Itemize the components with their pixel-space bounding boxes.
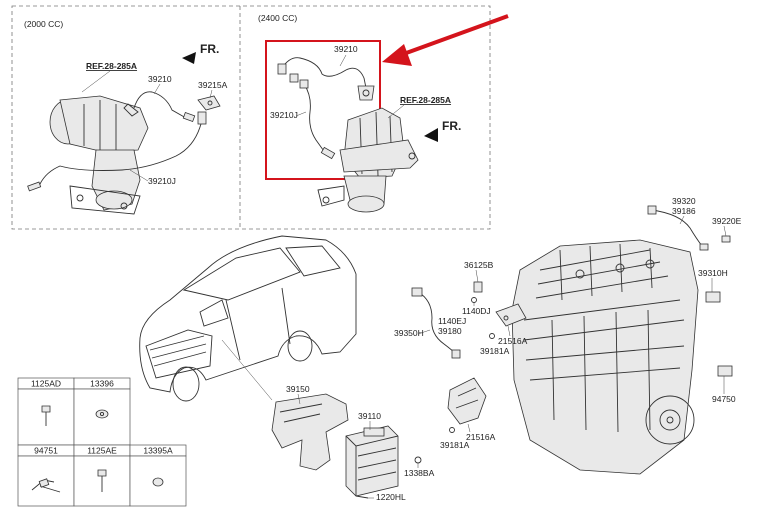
fastener-table: 1125AD 13396 94751 1125AE 13395A	[17, 377, 187, 507]
callout-39210j-left: 39210J	[148, 176, 176, 186]
front-direction-label: FR.	[200, 42, 219, 56]
callout-1220hl: 1220HL	[376, 492, 406, 502]
sensor-harness-39180	[411, 287, 461, 359]
vehicle-suv-outline	[139, 235, 357, 402]
fastener-code-1125ae: 1125AE	[87, 446, 117, 456]
callout-39181a: 21516A	[466, 432, 496, 442]
ref-label-left: REF.28-285A	[86, 61, 137, 71]
variant-label-2400cc: (2400 CC)	[258, 13, 297, 23]
knock-sensor-39250	[647, 205, 709, 251]
front-arrow-icon	[182, 52, 196, 64]
callout-39210j-right: 39210J	[270, 110, 298, 120]
callout-21516a-lower: 39181A	[440, 440, 470, 450]
callout-21516a-upper: 39181A	[480, 346, 510, 356]
callout-39250: 39320	[672, 196, 696, 206]
front-arrow-icon-right	[424, 128, 438, 142]
nut-flange-icon	[152, 477, 164, 487]
variant-panel-border	[11, 5, 491, 230]
nut-icon	[95, 409, 109, 419]
variant-label-2000cc: (2000 CC)	[24, 19, 63, 29]
fastener-code-94751: 94751	[34, 446, 58, 456]
engine-block	[511, 239, 699, 475]
callout-39215a: 39215A	[198, 80, 228, 90]
bolt-1220hl-icon	[355, 495, 369, 499]
ecu-module-39110	[345, 425, 399, 497]
callout-36125b: 1140DJ	[462, 306, 491, 316]
sensor-bracket-39215a	[197, 95, 221, 111]
callout-1140dj: 1140EJ	[438, 316, 466, 326]
oxygen-sensor-downstream-2000cc	[27, 111, 207, 192]
callout-39310h: 36125B	[464, 260, 494, 270]
nut-1338ba-icon	[414, 456, 422, 464]
callout-1338ba: 1338BA	[404, 468, 435, 478]
bolt-long-icon	[97, 469, 107, 492]
callout-39220e: 39310H	[698, 268, 728, 278]
sensor-39186-icon	[721, 235, 731, 243]
exhaust-manifold-2400cc	[317, 107, 419, 213]
ecu-bracket-39150	[271, 393, 349, 471]
front-direction-label-right: FR.	[442, 119, 461, 133]
sensor-39220e-icon	[705, 291, 721, 303]
callout-39150: 39150	[286, 384, 310, 394]
highlight-arrow-icon	[382, 14, 509, 66]
fastener-code-13395a: 13395A	[143, 446, 173, 456]
bolt-21516a-lower-icon	[449, 427, 455, 433]
bolt-icon	[41, 405, 51, 426]
oxygen-sensor-upstream-2400cc	[277, 57, 375, 101]
sensor-94750-icon	[717, 365, 733, 377]
fastener-code-1125ad: 1125AD	[31, 379, 61, 389]
callout-39210-right: 39210	[334, 44, 358, 54]
connector-clip-icon	[31, 478, 61, 493]
oxygen-sensor-downstream-2400cc	[299, 79, 336, 160]
ref-label-right: REF.28-285A	[400, 95, 451, 105]
bracket-39350h	[495, 303, 527, 327]
callout-94750: 94750	[712, 394, 736, 404]
exhaust-manifold-2000cc	[49, 95, 149, 215]
oxygen-sensor-upstream-2000cc	[123, 91, 196, 123]
sensor-cover-39181a	[447, 377, 487, 425]
callout-1140ej: 39180	[438, 326, 462, 336]
sensor-39310h-icon	[473, 281, 483, 293]
bolt-21516a-icon	[489, 333, 495, 339]
fastener-code-13396: 13396	[90, 379, 114, 389]
callout-39350h: 21516A	[498, 336, 528, 346]
callout-39186: 39220E	[712, 216, 742, 226]
callout-39110: 39110	[358, 411, 381, 421]
callout-39180: 39350H	[394, 328, 424, 338]
callout-39320: 39186	[672, 206, 696, 216]
callout-39210-left: 39210	[148, 74, 172, 84]
bolt-36125b-icon	[471, 297, 477, 303]
